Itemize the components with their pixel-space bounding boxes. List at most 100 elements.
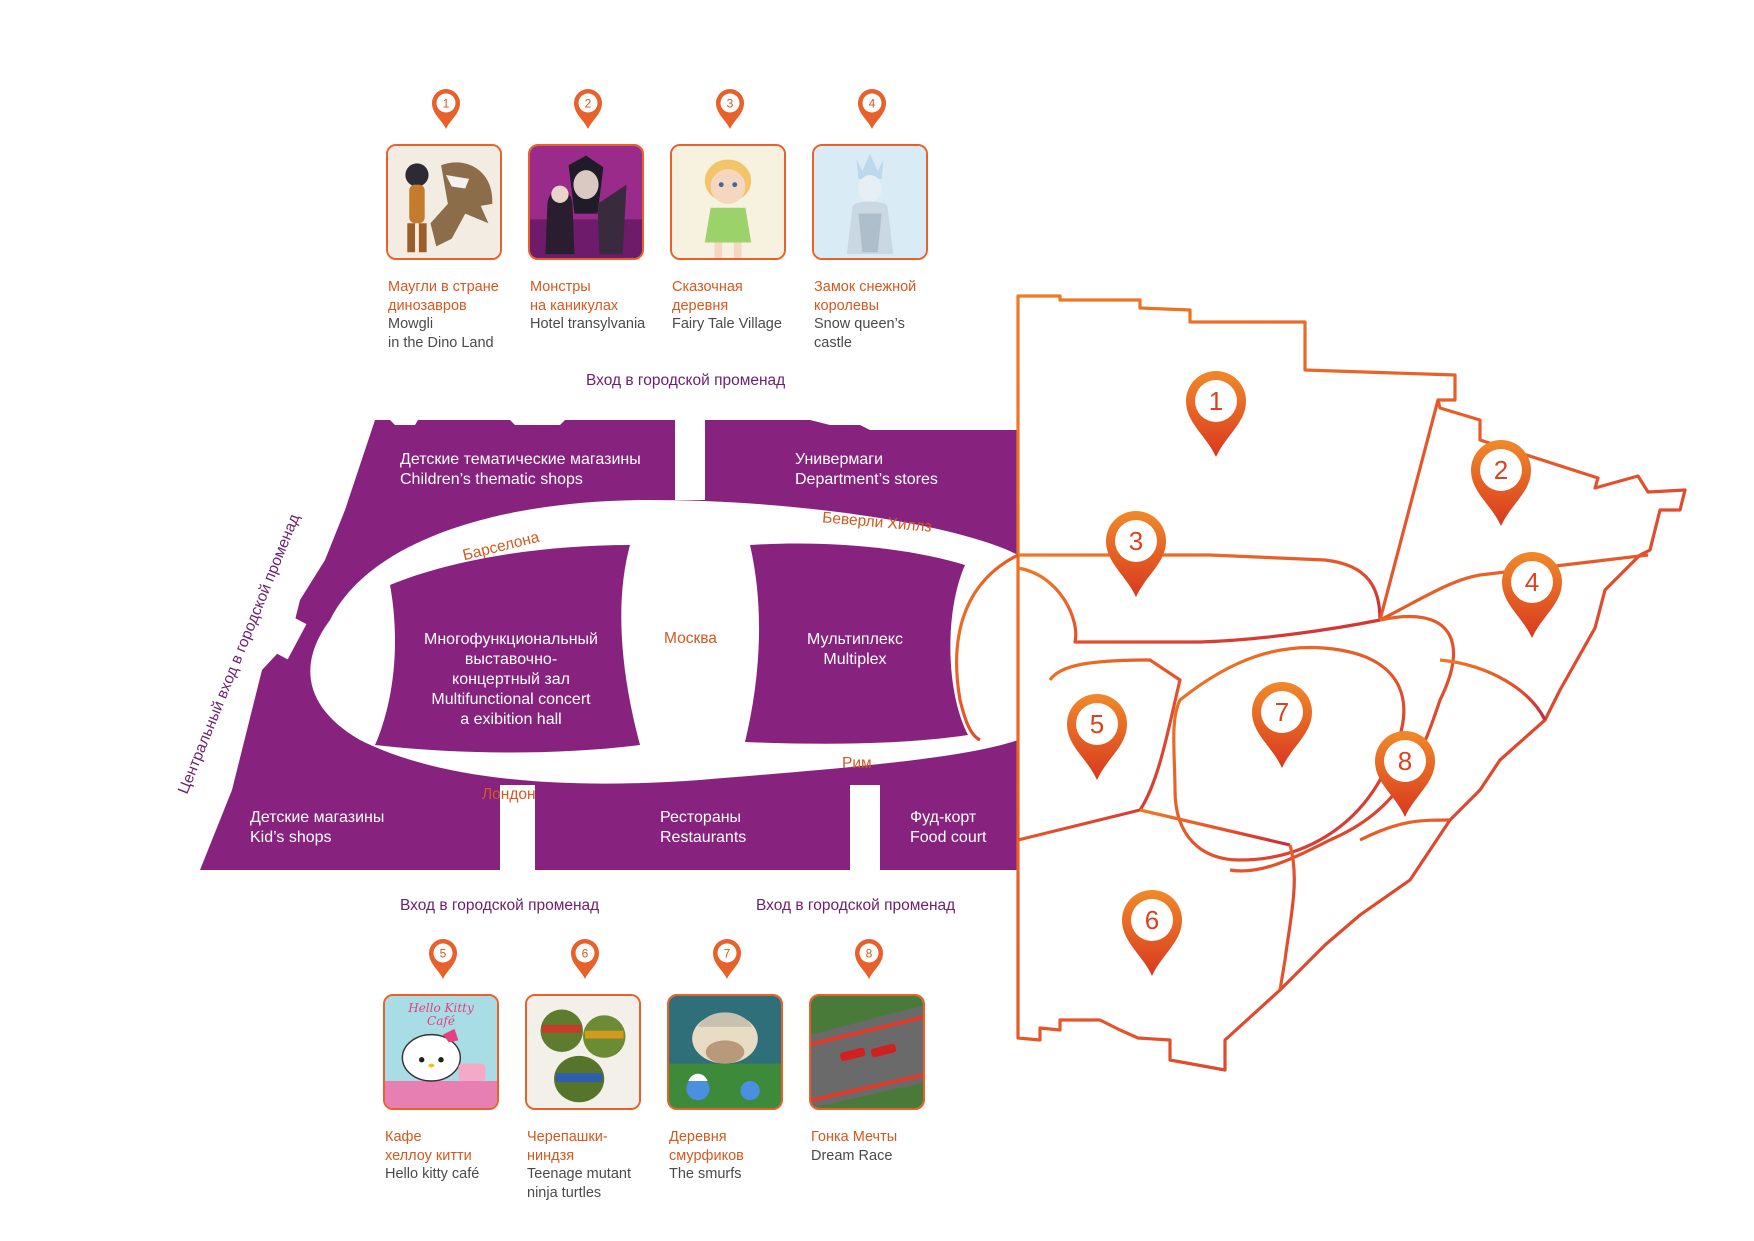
- map-pin-icon: 6: [571, 939, 599, 979]
- multiplex-block: [745, 543, 968, 744]
- attraction-name-ru: Кафе хеллоу китти: [385, 1129, 472, 1164]
- vampire-icon: [530, 146, 642, 258]
- street-london: Лондон: [482, 786, 536, 803]
- zone-8-lower: [1359, 818, 1451, 842]
- attraction-thumbnail: [386, 144, 502, 260]
- map-pin-icon: 8: [855, 939, 883, 979]
- attraction-name-en: Hello kitty café: [385, 1166, 480, 1182]
- zone-4-border: [1379, 553, 1649, 622]
- pin-inner: [1511, 561, 1553, 603]
- pin-inner: [1131, 899, 1173, 941]
- map-pin-icon: 2: [574, 89, 602, 129]
- attraction-number: 4: [869, 97, 876, 111]
- attraction-name-ru: Черепашки- ниндзя: [527, 1129, 608, 1164]
- attraction-number: 1: [443, 97, 450, 111]
- zone-pin-4[interactable]: 4: [1502, 552, 1562, 638]
- zone-pin-5[interactable]: 5: [1067, 694, 1127, 780]
- map-pin-icon: 1: [432, 89, 460, 129]
- attraction-thumbnail: [809, 994, 925, 1110]
- attraction-name-ru: Замок снежной королевы: [814, 279, 917, 314]
- zone-pin-1[interactable]: 1: [1186, 371, 1246, 457]
- central-entrance-gap: [273, 616, 307, 660]
- hello-kitty-icon: [385, 996, 497, 1108]
- park-outline: [1016, 294, 1687, 1072]
- multiplex-label: Мультиплекс Multiplex: [807, 631, 903, 668]
- attraction-number: 8: [866, 947, 873, 961]
- attraction-name-en: The smurfs: [669, 1166, 742, 1182]
- zone-number: 5: [1090, 709, 1104, 739]
- pin-inner: [1076, 703, 1118, 745]
- map-pin-icon: 7: [713, 939, 741, 979]
- mall-building: [200, 420, 1018, 870]
- street-rome: Рим: [842, 755, 872, 772]
- pin-inner: [1115, 520, 1157, 562]
- attraction-name-ru: Монстры на каникулах: [530, 279, 619, 314]
- department-stores-label: Универмаги Department’s stores: [795, 451, 938, 488]
- attraction-name-ru: Деревня смурфиков: [669, 1129, 744, 1164]
- zone-5-6-border: [1139, 808, 1291, 847]
- attraction-number: 2: [585, 97, 592, 111]
- attraction-number: 3: [727, 97, 734, 111]
- zone-pin-6[interactable]: 6: [1122, 890, 1182, 976]
- zone-pins: 1 2 3 4 5 6 7 8: [1067, 371, 1562, 976]
- zone-number: 3: [1129, 526, 1143, 556]
- zone-pin-3[interactable]: 3: [1106, 511, 1166, 597]
- map-pin-icon: 3: [716, 89, 744, 129]
- zone-number: 1: [1209, 386, 1223, 416]
- zone-1-2-border: [1378, 399, 1440, 621]
- map-pin-icon: 4: [858, 89, 886, 129]
- pin-inner: [1261, 691, 1303, 733]
- attraction-name-en: Snow queen’s castle: [814, 316, 905, 351]
- smurf-icon: [669, 996, 781, 1108]
- zone-3-bottom: [1017, 566, 1381, 644]
- zone-5-border: [1017, 658, 1182, 842]
- attraction-thumbnail: [528, 144, 644, 260]
- zone-3-border: [1018, 553, 1382, 621]
- park-zones: [955, 294, 1687, 1072]
- pin-inner: [1384, 740, 1426, 782]
- attraction-thumbnail: [525, 994, 641, 1110]
- entrance-bottom-right-label: Вход в городской променад: [756, 897, 956, 914]
- entrance-top-label: Вход в городской променад: [586, 372, 786, 389]
- restaurants-label: Рестораны Restaurants: [660, 809, 747, 846]
- attraction-number: 7: [724, 947, 731, 961]
- zone-pin-7[interactable]: 7: [1252, 682, 1312, 768]
- attraction-name-en: Dream Race: [811, 1147, 893, 1164]
- zone-7-border: [1172, 645, 1406, 862]
- zone-pin-2[interactable]: 2: [1471, 440, 1531, 526]
- zone-number: 7: [1275, 697, 1289, 727]
- food-court-label: Фуд-корт Food court: [910, 809, 987, 846]
- attraction-thumbnail: Hello Kitty Café: [383, 994, 499, 1110]
- attraction-number: 6: [582, 947, 589, 961]
- attraction-number: 5: [440, 947, 447, 961]
- zone-number: 2: [1494, 455, 1508, 485]
- zone-pin-8[interactable]: 8: [1375, 731, 1435, 817]
- zone-6-8-border: [1278, 844, 1296, 991]
- attraction-name-ru: Гонка Мечты: [811, 1129, 898, 1145]
- attraction-name-en: Hotel transylvania: [530, 316, 646, 332]
- hello-kitty-sign: Hello Kitty Café: [408, 1001, 474, 1028]
- zone-number: 6: [1145, 905, 1159, 935]
- multifunctional-hall-label: Многофункциональный выставочно- концертн…: [424, 631, 598, 728]
- attraction-thumbnail: [670, 144, 786, 260]
- attraction-name-en: Mowgli in the Dino Land: [388, 316, 494, 351]
- map-pin-icon: 5: [429, 939, 457, 979]
- entrance-bottom-left-label: Вход в городской променад: [400, 897, 600, 914]
- street-moscow: Москва: [664, 630, 717, 647]
- zone-number: 4: [1525, 567, 1539, 597]
- zone-number: 8: [1398, 746, 1412, 776]
- attraction-name-en: Fairy Tale Village: [672, 316, 782, 332]
- park-entry-arc: [955, 553, 1019, 742]
- dinosaur-boy-icon: [388, 146, 500, 258]
- attraction-name-ru: Сказочная деревня: [672, 279, 743, 314]
- attraction-name-ru: Маугли в стране динозавров: [388, 279, 499, 314]
- attraction-thumbnail: [812, 144, 928, 260]
- fairy-girl-icon: [672, 146, 784, 258]
